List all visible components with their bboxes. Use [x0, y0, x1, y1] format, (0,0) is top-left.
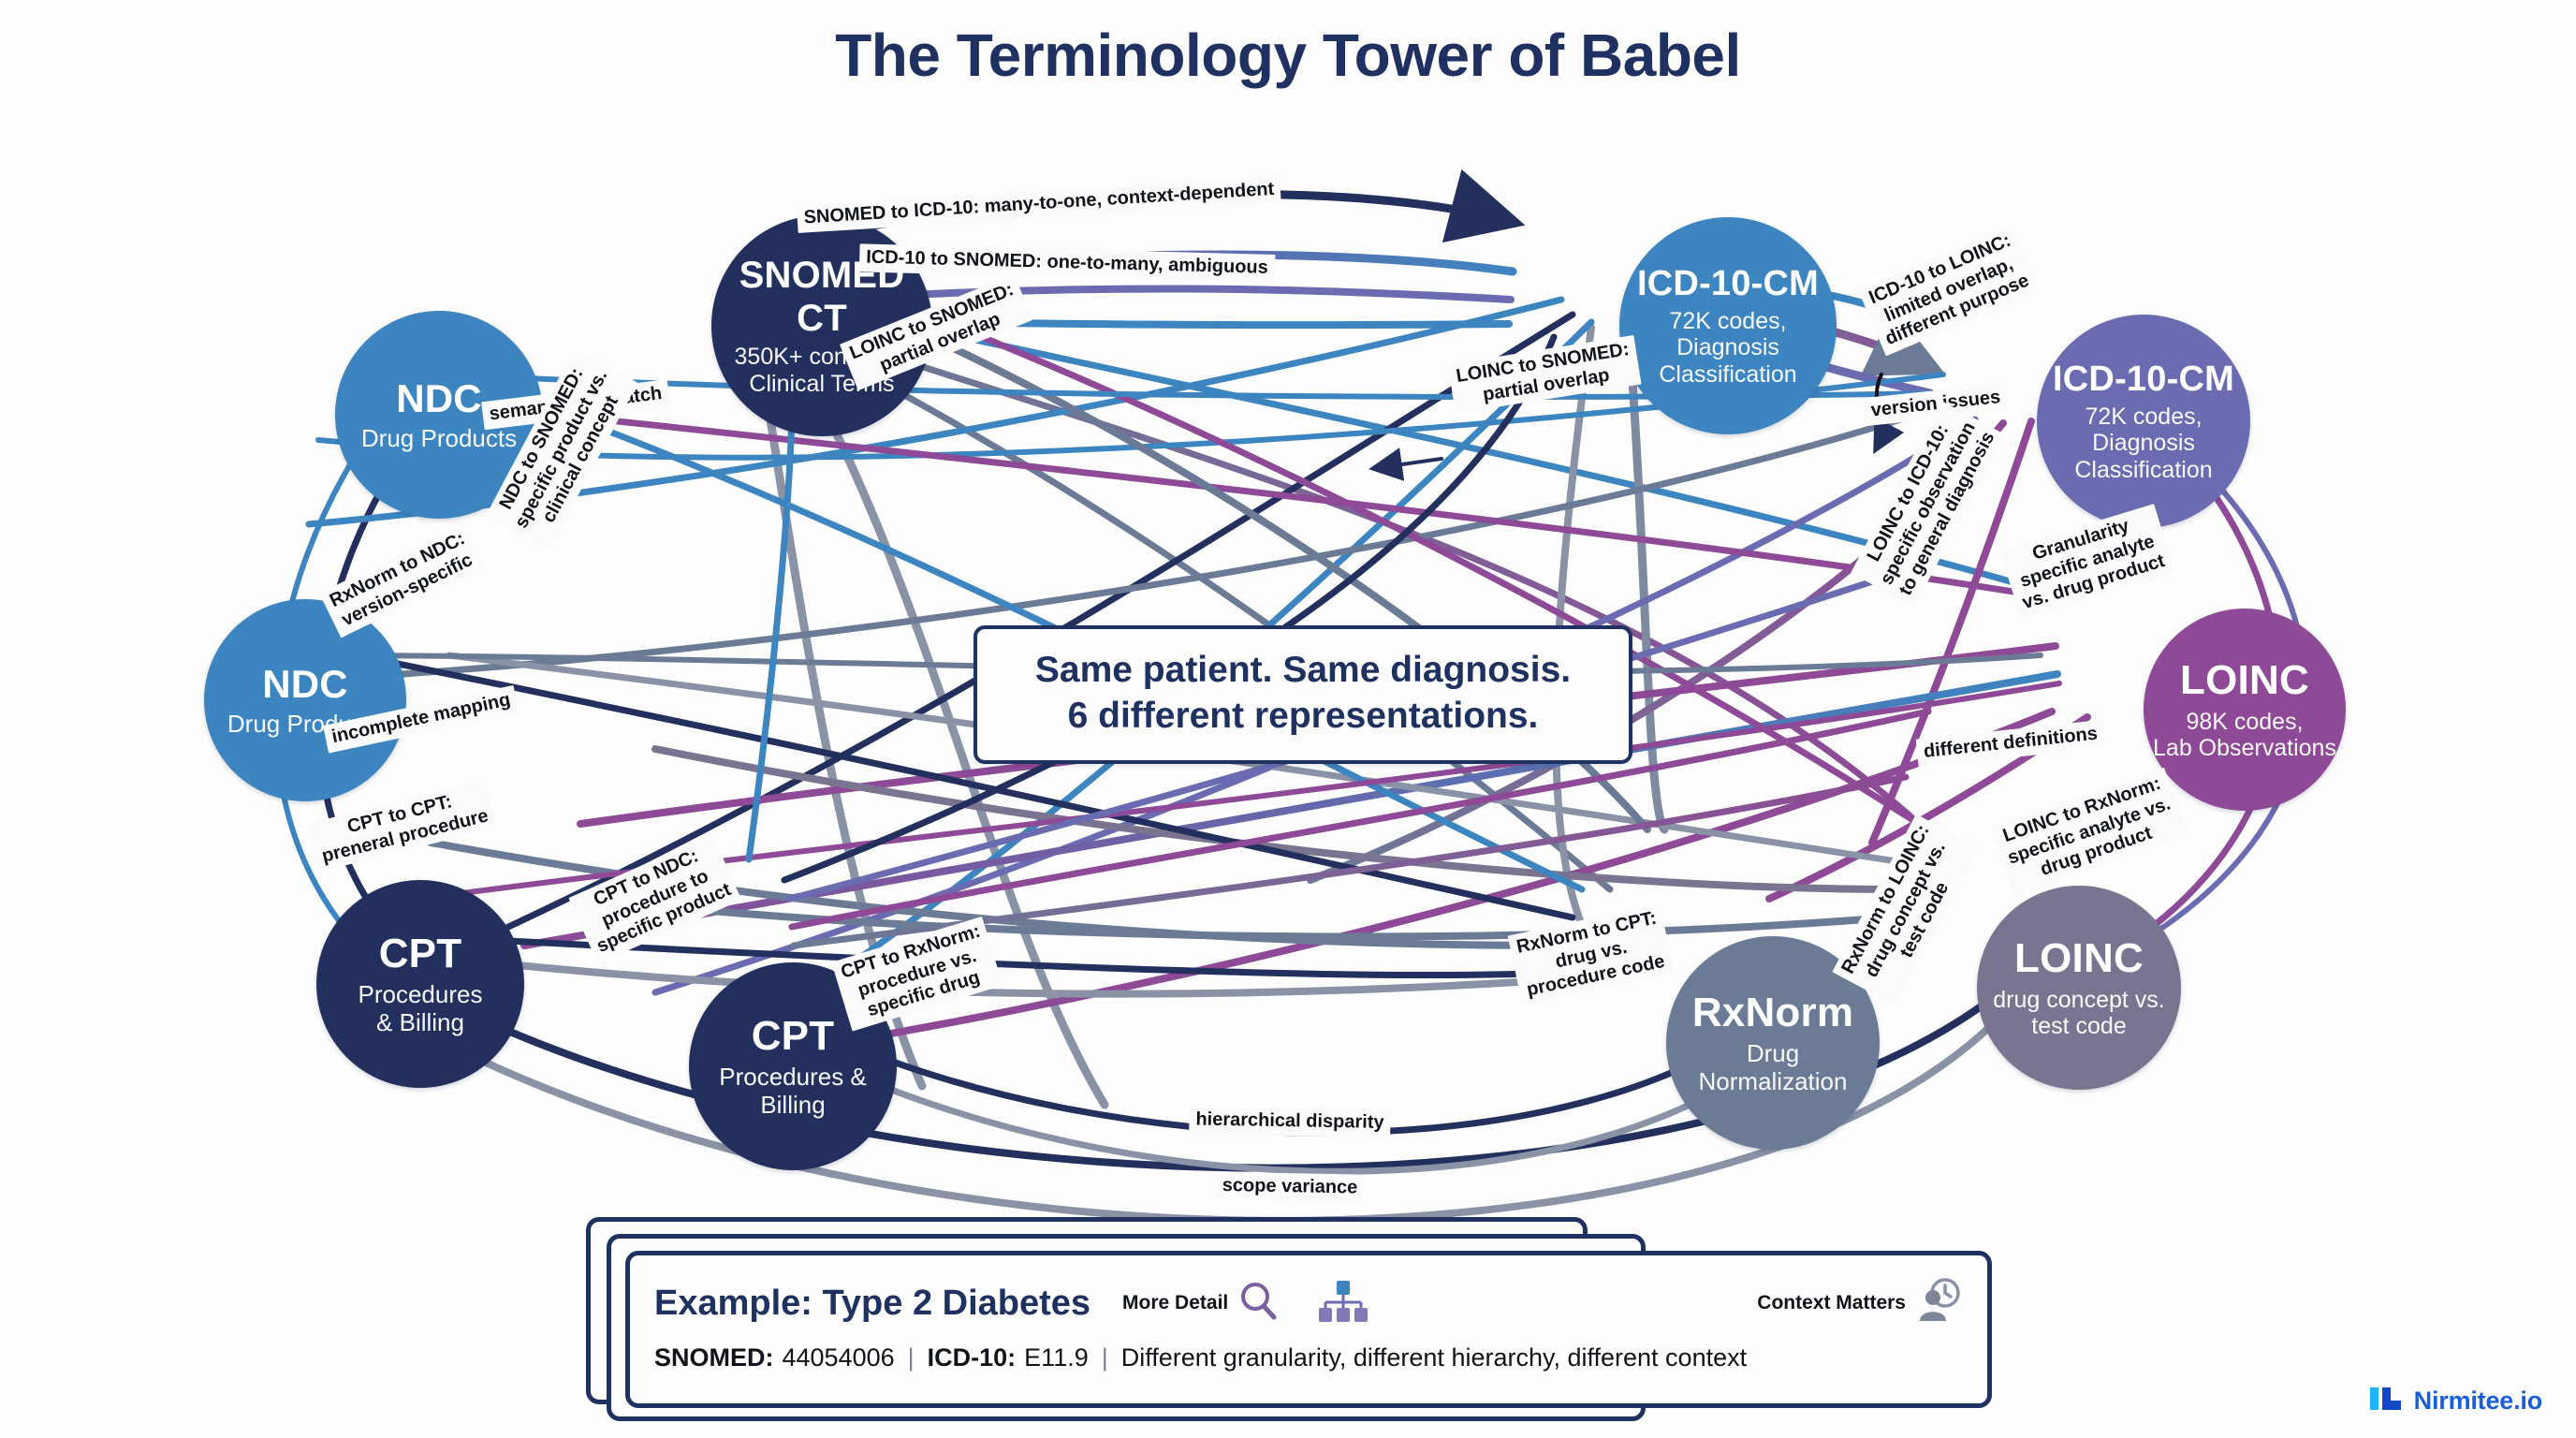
divider-1: | [907, 1343, 915, 1372]
callout-line-1: Same patient. Same diagnosis. [1034, 650, 1572, 690]
search-icon [1237, 1280, 1280, 1328]
icd-code: E11.9 [1024, 1343, 1089, 1372]
snomed-code: 44054006 [782, 1343, 895, 1372]
logo-text: Nirmitee.io [2413, 1387, 2543, 1415]
hierarchy-icon [1317, 1279, 1368, 1328]
nirmitee-mark-icon [2369, 1385, 2404, 1417]
brand-logo: Nirmitee.io [2369, 1385, 2543, 1417]
more-detail-label: More Detail [1122, 1292, 1229, 1313]
node-subtitle: drug concept vs. test code [1993, 986, 2165, 1040]
example-note: Different granularity, different hierarc… [1120, 1343, 1748, 1372]
page-title: The Terminology Tower of Babel [835, 22, 1741, 89]
node-name: ICD-10-CM [2053, 359, 2234, 399]
icd-label: ICD-10: [927, 1343, 1017, 1372]
node-subtitle: Procedures & Billing [358, 980, 483, 1037]
edge-label-scope-variance: scope variance [1215, 1171, 1365, 1203]
example-card: Example: Type 2 Diabetes More Detail [625, 1251, 1992, 1408]
node-name: CPT [751, 1013, 835, 1060]
node-subtitle: 72K codes, Diagnosis Classification [2074, 403, 2213, 483]
center-callout: Same patient. Same diagnosis. 6 differen… [973, 625, 1632, 764]
person-clock-icon [1914, 1277, 1963, 1329]
node-subtitle: Drug Normalization [1698, 1039, 1848, 1096]
more-detail-group: More Detail [1122, 1280, 1280, 1328]
edge-label-hierarchical: hierarchical disparity [1189, 1106, 1391, 1137]
snomed-label: SNOMED: [654, 1343, 774, 1372]
divider-2: | [1101, 1343, 1108, 1372]
node-subtitle: 98K codes, Lab Observations [2153, 708, 2336, 762]
node-subtitle: Drug Products [360, 424, 518, 453]
example-card-title: Example: Type 2 Diabetes [654, 1283, 1091, 1323]
hierarchy-group [1317, 1279, 1368, 1328]
context-matters-label: Context Matters [1757, 1292, 1906, 1313]
node-name: ICD-10-CM [1637, 263, 1819, 303]
node-name: NDC [396, 376, 482, 421]
node-name: LOINC [2014, 935, 2144, 982]
node-subtitle: 72K codes, Diagnosis Classification [1659, 307, 1797, 388]
node-name: RxNorm [1691, 990, 1854, 1036]
context-matters-group: Context Matters [1757, 1277, 1963, 1329]
node-subtitle: Procedures & Billing [719, 1063, 867, 1120]
node-name: LOINC [2180, 657, 2309, 704]
callout-line-2: 6 different representations. [1067, 695, 1539, 736]
node-name: NDC [262, 662, 348, 707]
node-name: CPT [378, 931, 462, 977]
